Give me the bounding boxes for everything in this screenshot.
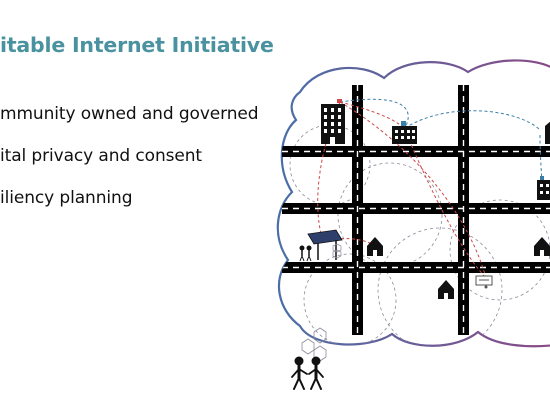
house-icon — [534, 237, 550, 256]
people-icon — [291, 356, 324, 390]
solar-kiosk-icon — [307, 229, 343, 260]
house-icon — [367, 237, 383, 256]
apartment-building-icon — [321, 99, 345, 144]
people-icon-small — [299, 245, 312, 262]
router-icon — [475, 275, 493, 289]
bullet-resiliency-planning: iliency planning — [0, 188, 133, 208]
bullet-privacy-consent: ital privacy and consent — [0, 146, 202, 166]
house-icon — [438, 280, 454, 299]
office-building-icon — [392, 121, 417, 144]
bullet-community-owned: mmunity owned and governed — [0, 104, 259, 124]
slide-title: itable Internet Initiative — [0, 33, 274, 57]
road-grid — [282, 85, 550, 335]
office-building-icon-right — [537, 120, 550, 200]
